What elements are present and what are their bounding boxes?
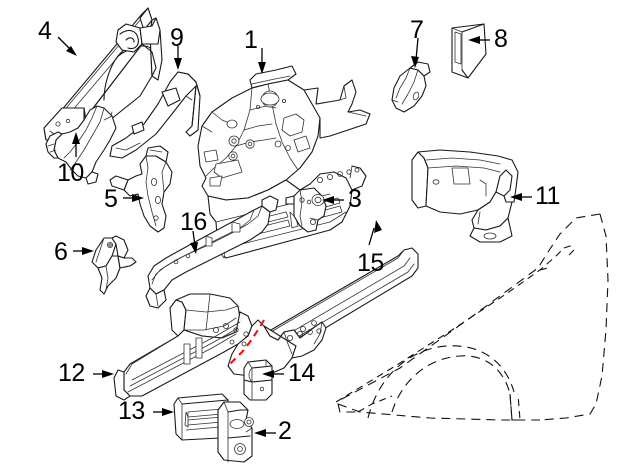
callout-number-2[interactable]: 2 xyxy=(278,417,292,445)
callout-number-6[interactable]: 6 xyxy=(54,238,68,266)
callout-number-12[interactable]: 12 xyxy=(58,359,85,387)
callout-number-11[interactable]: 11 xyxy=(535,182,560,210)
phantom-front-fender-outline xyxy=(335,213,609,421)
part-6-small-corner-bracket xyxy=(91,235,137,295)
callout-number-7[interactable]: 7 xyxy=(410,16,424,44)
part-11-dash-side-panel xyxy=(411,149,519,243)
callout-number-9[interactable]: 9 xyxy=(170,24,184,52)
callout-number-3[interactable]: 3 xyxy=(348,185,362,213)
callout-number-14[interactable]: 14 xyxy=(288,359,315,387)
callout-number-16[interactable]: 16 xyxy=(180,208,207,236)
part-12-front-frame-rail xyxy=(113,293,327,401)
part-9-wheelhouse-extension-panel xyxy=(109,71,201,159)
part-16-cowl-side-rail xyxy=(145,195,279,309)
callout-leader-lines xyxy=(57,36,532,437)
part-14-crush-box xyxy=(243,359,273,401)
callout-number-1[interactable]: 1 xyxy=(244,26,258,54)
callout-number-10[interactable]: 10 xyxy=(57,159,84,187)
part-5-side-support-bracket xyxy=(109,145,173,233)
callout-number-5[interactable]: 5 xyxy=(104,185,118,213)
part-7-striker-bracket xyxy=(391,61,431,113)
part-4-upper-apron-rail xyxy=(43,7,163,141)
part-10-shock-tower-brace xyxy=(45,105,117,185)
service-cut-line xyxy=(227,319,265,367)
part-2-mount-bracket-lower xyxy=(217,401,254,463)
callout-number-15[interactable]: 15 xyxy=(357,249,384,277)
callout-number-8[interactable]: 8 xyxy=(494,25,508,53)
callout-number-13[interactable]: 13 xyxy=(118,397,145,425)
callout-number-4[interactable]: 4 xyxy=(38,17,52,45)
